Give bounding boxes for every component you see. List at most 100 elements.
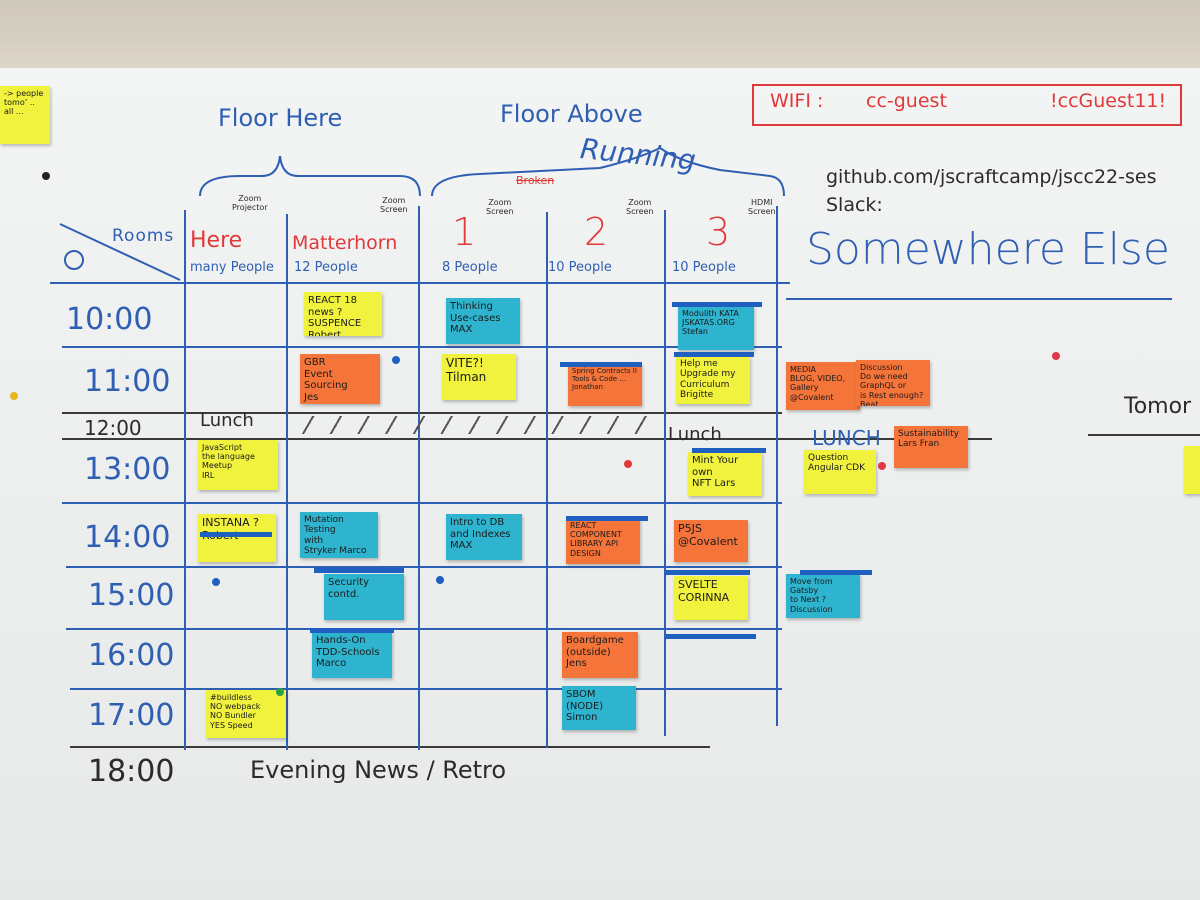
grid-header-line [50,282,790,284]
sticky-note-gatsby-next: Move from Gatsby to Next ? Discussion [786,574,860,618]
grid-row-line [66,566,782,568]
sticky-note-sustainability: Sustainability Lars Fran [894,426,968,468]
grid-row-line [62,438,992,440]
tape-strip [200,532,272,537]
room-1-name: 1 [452,210,477,254]
tomorrow-underline [1088,434,1200,436]
wall-background [0,0,1200,70]
wifi-label: WIFI : [770,90,824,112]
somewhere-else-label: Somewhere Else [806,224,1170,275]
grid-col-line [184,210,186,750]
room-matterhorn-capacity: 12 People [294,260,358,275]
pin [10,392,18,400]
github-url: github.com/jscraftcamp/jscc22-ses [826,166,1157,188]
lunch-label-2: Lunch [668,424,722,445]
sticky-note-edge [1184,446,1200,494]
room-matterhorn-name: Matterhorn [292,232,398,254]
time-17: 17:00 [88,698,175,733]
tape-strip [800,570,872,575]
corner-sticky-note: -> people tomo’ .. all ... [0,86,50,144]
grid-row-line [62,502,782,504]
room-matterhorn-equipment: Zoom Screen [380,196,408,214]
room-2-capacity: 10 People [548,260,612,275]
grid-bottom-line [70,746,710,748]
grid-col-line [286,214,288,750]
room-3-name: 3 [706,210,731,254]
sticky-note-react18: REACT 18 news ? SUSPENCE Robert [304,292,382,336]
room-3-capacity: 10 People [672,260,736,275]
tape-strip [666,570,750,575]
time-11: 11:00 [84,364,171,399]
sticky-note-intro-db: Intro to DB and Indexes MAX [446,514,522,560]
sticky-note-vite: VITE?! Tilman [442,354,516,400]
pin [212,578,220,586]
evening-label: Evening News / Retro [250,756,507,784]
lunch-label-3: LUNCH [812,426,881,450]
sticky-note-graphql: Discussion Do we need GraphQL or is Rest… [856,360,930,406]
room-2-equipment: Zoom Screen [626,198,654,216]
rooms-label: Rooms [112,226,175,246]
tape-strip [672,302,762,307]
tomorrow-label: Tomor [1124,394,1192,419]
pin [1052,352,1060,360]
time-14: 14:00 [84,520,171,555]
tape-strip [310,628,394,633]
pin [276,688,284,696]
sticky-note-modulith-kata: Modulith KATA JSKATAS.ORG Stefan [678,306,754,350]
pin [878,462,886,470]
sticky-note-react-component-library: REACT COMPONENT LIBRARY API DESIGN [566,518,640,564]
grid-row-line [66,628,782,630]
tape-strip [674,352,754,357]
sticky-note-sbom: SBOM (NODE) Simon [562,686,636,730]
slack-label: Slack: [826,194,883,216]
grid-row-line [70,688,782,690]
grid-row-line [62,346,782,348]
floor-above-label: Floor Above [500,100,643,128]
somewhere-else-underline [786,298,1172,300]
tape-strip [692,448,766,453]
sticky-note-svelte: SVELTE CORINNA [674,576,748,620]
wifi-box [752,84,1182,126]
tape-strip [314,568,404,573]
tape-strip [560,362,642,367]
time-13: 13:00 [84,452,171,487]
sticky-note-mutation-testing: Mutation Testing with Stryker Marco [300,512,378,558]
sticky-note-angular-cdk: Question Angular CDK [804,450,876,494]
grid-col-line [546,212,548,748]
sticky-note-javascript-meetup: JavaScript the language Meetup IRL [198,440,278,490]
sticky-note-spring-contracts: Spring Contracts II Tools & Code ... Jon… [568,364,642,406]
sticky-note-security: Security contd. [324,574,404,620]
pin [436,576,444,584]
sticky-note-event-sourcing: GBR Event Sourcing Jes [300,354,380,404]
time-18: 18:00 [88,754,175,789]
tape-strip [666,634,756,639]
room-2-name: 2 [584,210,609,254]
pin [392,356,400,364]
sticky-note-boardgame: Boardgame (outside) Jens [562,632,638,678]
floor-here-label: Floor Here [218,104,343,132]
sticky-note-media: MEDIA BLOG, VIDEO, Gallery @Covalent [786,362,860,410]
lunch-hatch [296,416,656,434]
broken-label: Broken [516,174,555,187]
time-15: 15:00 [88,578,175,613]
time-12: 12:00 [84,416,142,440]
tape-strip [566,516,648,521]
clock-icon [64,250,84,270]
sticky-note-p5js: P5JS @Covalent [674,520,748,562]
sticky-note-curriculum: Help me Upgrade my Curriculum Brigitte [676,356,750,404]
time-16: 16:00 [88,638,175,673]
room-1-capacity: 8 People [442,260,498,275]
lunch-label: Lunch [200,410,254,431]
grid-col-line [418,206,420,750]
pin [624,460,632,468]
sticky-note-buildless: #buildless NO webpack NO Bundler YES Spe… [206,690,286,738]
wifi-ssid: cc-guest [866,90,947,112]
room-here-equipment: Zoom Projector [232,194,268,212]
grid-col-line [664,210,666,736]
time-10: 10:00 [66,302,153,337]
sticky-note-tdd-schools: Hands-On TDD-Schools Marco [312,632,392,678]
room-3-equipment: HDMI Screen [748,198,776,216]
room-1-equipment: Zoom Screen [486,198,514,216]
grid-col-line [776,206,778,726]
